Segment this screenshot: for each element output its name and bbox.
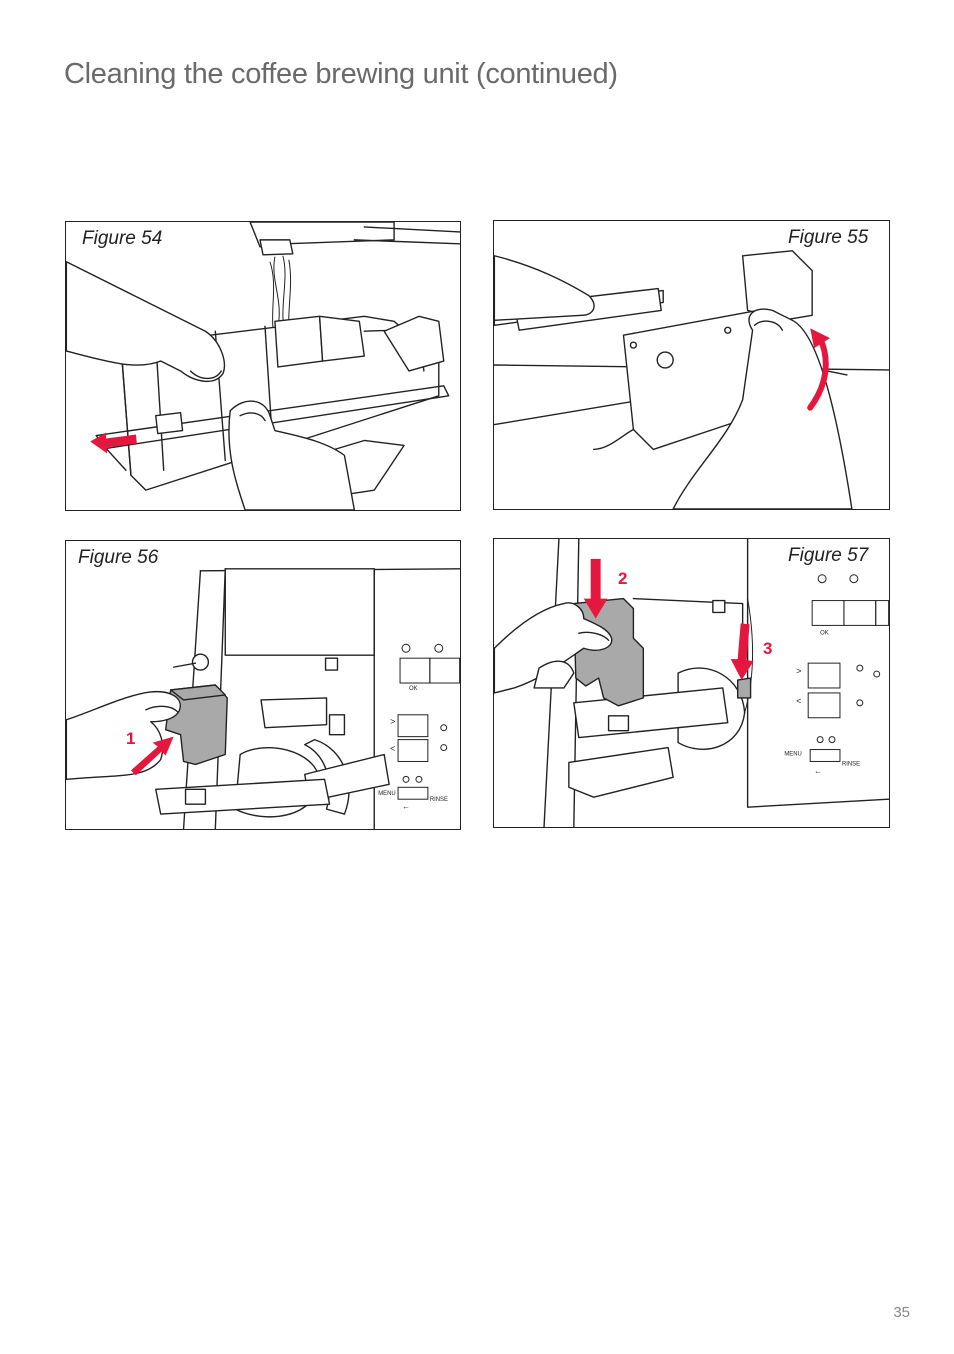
next-chevron: >: [390, 717, 395, 727]
figure-54-label: Figure 54: [79, 228, 166, 250]
ok-label: OK: [409, 686, 418, 692]
rinse-label-57: RINSE: [842, 761, 860, 767]
figure-54: Figure 54: [65, 221, 461, 511]
ok-label-57: OK: [820, 630, 829, 636]
figure-57: Figure 57 2 3 OK > < MENU RINSE ←: [493, 538, 890, 828]
prev-chevron: <: [390, 744, 395, 754]
figure-54-illustration: [66, 222, 460, 510]
back-arrow-57: ←: [814, 766, 822, 775]
figure-57-illustration: OK > < MENU RINSE ←: [494, 539, 889, 827]
arrow-left-icon: [90, 432, 137, 454]
page-title: Cleaning the coffee brewing unit (contin…: [64, 58, 618, 90]
page-number: 35: [893, 1304, 910, 1321]
callout-1: 1: [126, 729, 136, 748]
curved-arrow-up-icon: [807, 328, 831, 411]
rinse-label: RINSE: [430, 797, 448, 803]
figure-55-illustration: [494, 250, 889, 509]
figure-56: Figure 56 1 OK > < MENU RINSE ←: [65, 540, 461, 830]
prev-chevron-57: <: [796, 696, 801, 706]
arrow-down-icon: [583, 558, 754, 681]
figure-56-illustration: OK > < MENU RINSE ←: [66, 568, 460, 829]
arrow-diagonal-icon: [130, 736, 174, 776]
callout-3: 3: [763, 639, 773, 658]
figure-55: Figure 55: [493, 220, 890, 510]
figure-55-label: Figure 55: [785, 227, 872, 249]
menu-label: MENU: [378, 791, 395, 797]
menu-label-57: MENU: [784, 751, 801, 757]
figure-57-label: Figure 57: [785, 545, 872, 567]
next-chevron-57: >: [796, 666, 801, 676]
back-arrow: ←: [402, 802, 410, 811]
callout-2: 2: [618, 569, 628, 588]
figure-56-label: Figure 56: [75, 547, 162, 569]
